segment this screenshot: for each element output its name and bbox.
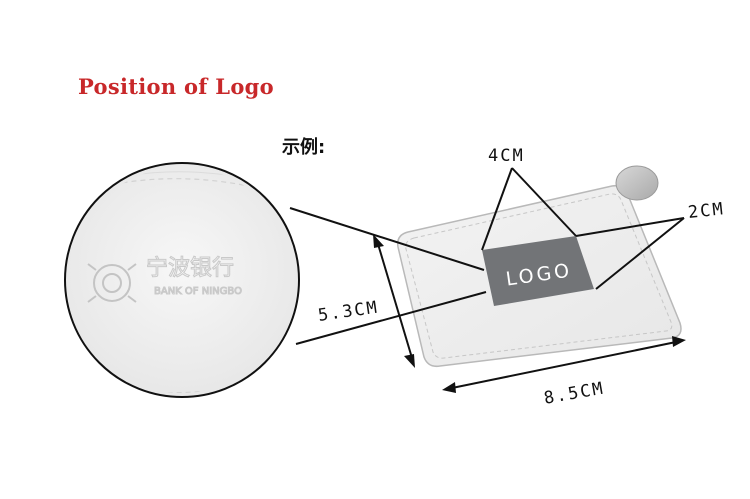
page-title: Position of Logo	[78, 74, 274, 99]
card-width-label: 8.5CM	[542, 379, 606, 409]
zoom-detail-circle: 宁波银行 BANK OF NINGBO	[64, 162, 300, 398]
card-width-arrow	[442, 336, 686, 393]
logo-area: LOGO	[482, 236, 594, 306]
logo-height-callout	[575, 217, 685, 290]
embossed-brand-english: BANK OF NINGBO	[154, 286, 242, 297]
card-height-arrow	[373, 234, 415, 368]
logo-width-callout	[481, 167, 577, 251]
example-label: 示例:	[282, 137, 326, 158]
keyring-hole-icon	[615, 165, 659, 201]
card-height-label: 5.3CM	[317, 298, 380, 326]
logo-height-label: 2CM	[687, 199, 726, 223]
logo-width-label: 4CM	[488, 146, 525, 166]
callout-lines	[289, 207, 487, 345]
embossed-brand-chinese: 宁波银行	[146, 256, 234, 281]
bank-logo-icon	[87, 263, 137, 303]
